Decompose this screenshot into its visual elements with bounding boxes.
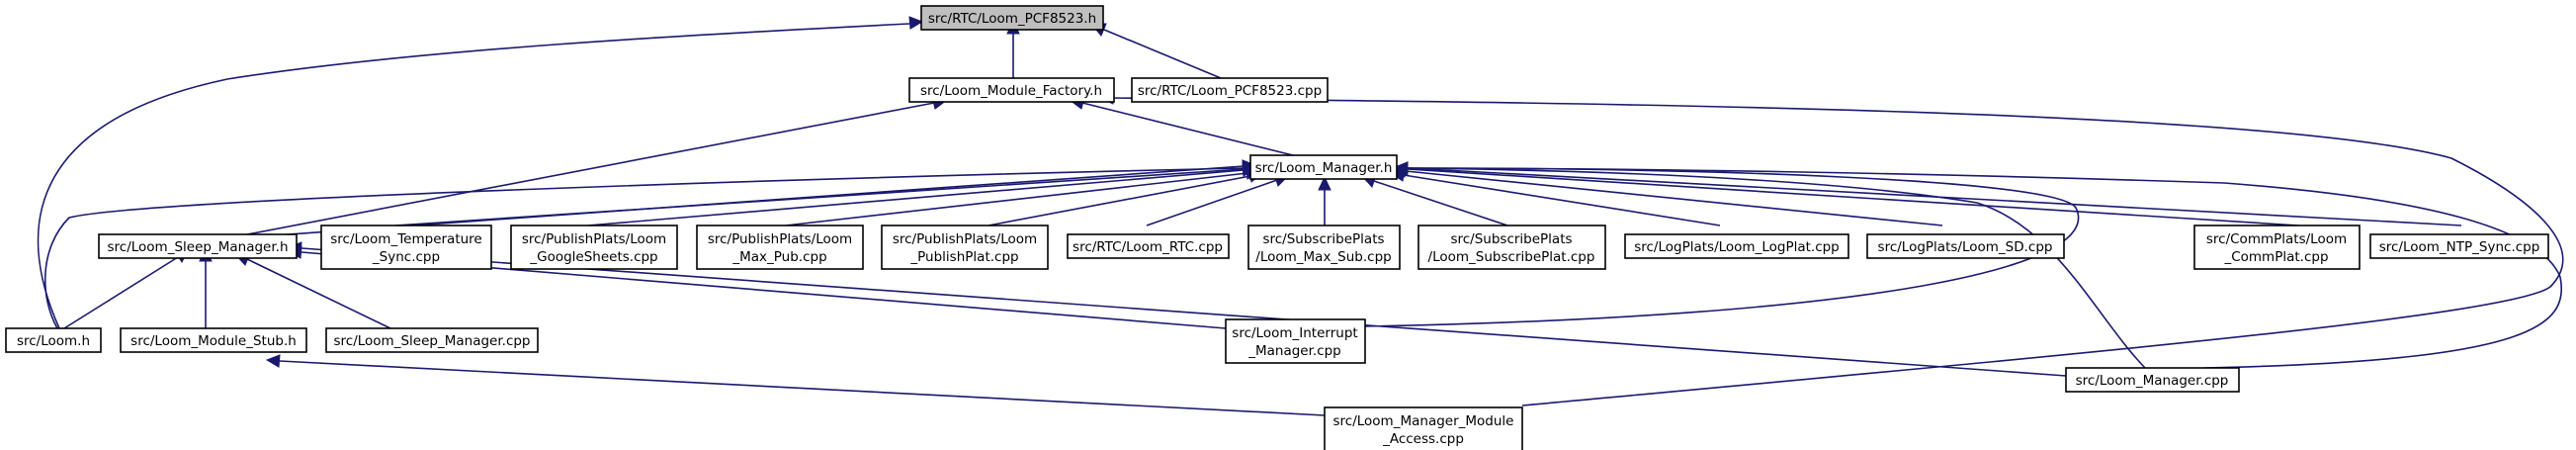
node-label: src/LogPlats/Loom_SD.cpp (1878, 239, 2053, 255)
edge-module-stub-to-sleep-manager-h (199, 246, 213, 328)
edge-sleep-manager-h-to-module-factory-h (241, 96, 949, 236)
node-loom-sleep-manager-h[interactable]: src/Loom_Sleep_Manager.h (98, 233, 298, 259)
node-loom-manager-module-access-cpp[interactable]: src/Loom_Manager_Module _Access.cpp (1324, 406, 1523, 450)
node-loom-h[interactable]: src/Loom.h (5, 327, 102, 353)
node-loom-max-sub-cpp[interactable]: src/SubscribePlats /Loom_Max_Sub.cpp (1247, 225, 1401, 270)
edge-googlesheets-to-manager-h (587, 163, 1257, 226)
edge-manager-h-to-module-factory-h (1068, 96, 1306, 159)
node-label: src/Loom_Module_Factory.h (920, 83, 1102, 99)
node-label-line1: src/PublishPlats/Loom (893, 231, 1037, 247)
node-label: src/Loom_Module_Stub.h (130, 333, 297, 349)
edge-loom-h-to-sleep-manager-h (63, 249, 189, 329)
node-label-line1: src/Loom_Manager_Module (1333, 413, 1514, 429)
node-label: src/Loom_Sleep_Manager.h (108, 239, 289, 255)
node-loom-manager-h[interactable]: src/Loom_Manager.h (1249, 154, 1398, 180)
node-loom-module-factory-h[interactable]: src/Loom_Module_Factory.h (908, 77, 1115, 103)
edge-subscribeplat-to-manager-h (1360, 174, 1508, 226)
node-label-line2: _GoogleSheets.cpp (529, 249, 657, 265)
node-loom-publishplat-cpp[interactable]: src/PublishPlats/Loom _PublishPlat.cpp (881, 225, 1049, 270)
node-label-line2: _Access.cpp (1382, 431, 1464, 447)
node-loom-sd-cpp[interactable]: src/LogPlats/Loom_SD.cpp (1866, 233, 2065, 259)
node-loom-pcf8523-cpp[interactable]: src/RTC/Loom_PCF8523.cpp (1131, 77, 1329, 103)
node-loom-ntp-sync-cpp[interactable]: src/Loom_NTP_Sync.cpp (2369, 233, 2549, 259)
edge-max-sub-to-manager-h (1318, 175, 1331, 225)
node-loom-interrupt-manager-cpp[interactable]: src/Loom_Interrupt _Manager.cpp (1225, 318, 1366, 364)
node-label-line1: src/CommPlats/Loom (2206, 231, 2347, 247)
node-label: src/Loom_Manager.h (1255, 160, 1393, 176)
edge-pcf8523-cpp-to-pcf8523-h (1089, 23, 1222, 79)
node-label-line2: _Max_Pub.cpp (731, 249, 826, 265)
node-loom-commplat-cpp[interactable]: src/CommPlats/Loom _CommPlat.cpp (2193, 225, 2361, 270)
node-label-line2: _Sync.cpp (372, 249, 440, 265)
node-label-line1: src/Loom_Temperature (330, 231, 481, 247)
node-label-line2: /Loom_Max_Sub.cpp (1255, 249, 1391, 265)
node-label-line2: _Manager.cpp (1247, 343, 1341, 359)
node-label: src/Loom.h (17, 333, 90, 349)
node-label-line1: src/SubscribePlats (1262, 231, 1384, 247)
node-loom-max-pub-cpp[interactable]: src/PublishPlats/Loom _Max_Pub.cpp (696, 225, 864, 270)
edge-temperature-sync-to-manager-h (394, 162, 1257, 226)
node-loom-rtc-cpp[interactable]: src/RTC/Loom_RTC.cpp (1067, 233, 1230, 259)
node-label-line2: _CommPlat.cpp (2223, 249, 2328, 265)
node-label: src/LogPlats/Loom_LogPlat.cpp (1634, 239, 1840, 255)
node-label-line1: src/Loom_Interrupt (1232, 325, 1357, 341)
node-label: src/RTC/Loom_PCF8523.cpp (1138, 83, 1322, 99)
node-loom-logplat-cpp[interactable]: src/LogPlats/Loom_LogPlat.cpp (1624, 233, 1849, 259)
node-label-line2: /Loom_SubscribePlat.cpp (1428, 249, 1595, 265)
node-loom-manager-cpp[interactable]: src/Loom_Manager.cpp (2065, 367, 2240, 393)
node-loom-pcf8523-h[interactable]: src/RTC/Loom_PCF8523.h (920, 5, 1104, 31)
node-label: src/RTC/Loom_PCF8523.h (928, 11, 1096, 27)
node-label-line1: src/PublishPlats/Loom (708, 231, 852, 247)
edge-manager-module-access-to-module-stub-h (265, 354, 1326, 416)
node-label: src/Loom_Sleep_Manager.cpp (334, 333, 531, 349)
edge-manager-module-access-to-manager-h (1393, 161, 2563, 369)
node-label: src/Loom_Manager.cpp (2076, 373, 2229, 389)
node-label-line1: src/SubscribePlats (1450, 231, 1572, 247)
node-label-line2: _PublishPlat.cpp (909, 249, 1018, 265)
node-loom-temperature-sync-cpp[interactable]: src/Loom_Temperature _Sync.cpp (320, 225, 492, 270)
node-label-line1: src/PublishPlats/Loom (522, 231, 666, 247)
node-loom-sleep-manager-cpp[interactable]: src/Loom_Sleep_Manager.cpp (325, 327, 539, 353)
node-loom-googlesheets-cpp[interactable]: src/PublishPlats/Loom _GoogleSheets.cpp (510, 225, 678, 270)
node-label: src/RTC/Loom_RTC.cpp (1073, 239, 1223, 255)
node-label: src/Loom_NTP_Sync.cpp (2379, 239, 2540, 255)
edge-max-pub-to-manager-h (785, 166, 1261, 226)
edge-loom-h-to-pcf8523-h (37, 16, 924, 329)
node-loom-module-stub-h[interactable]: src/Loom_Module_Stub.h (120, 327, 307, 353)
node-loom-subscribeplat-cpp[interactable]: src/SubscribePlats /Loom_SubscribePlat.c… (1417, 225, 1606, 270)
